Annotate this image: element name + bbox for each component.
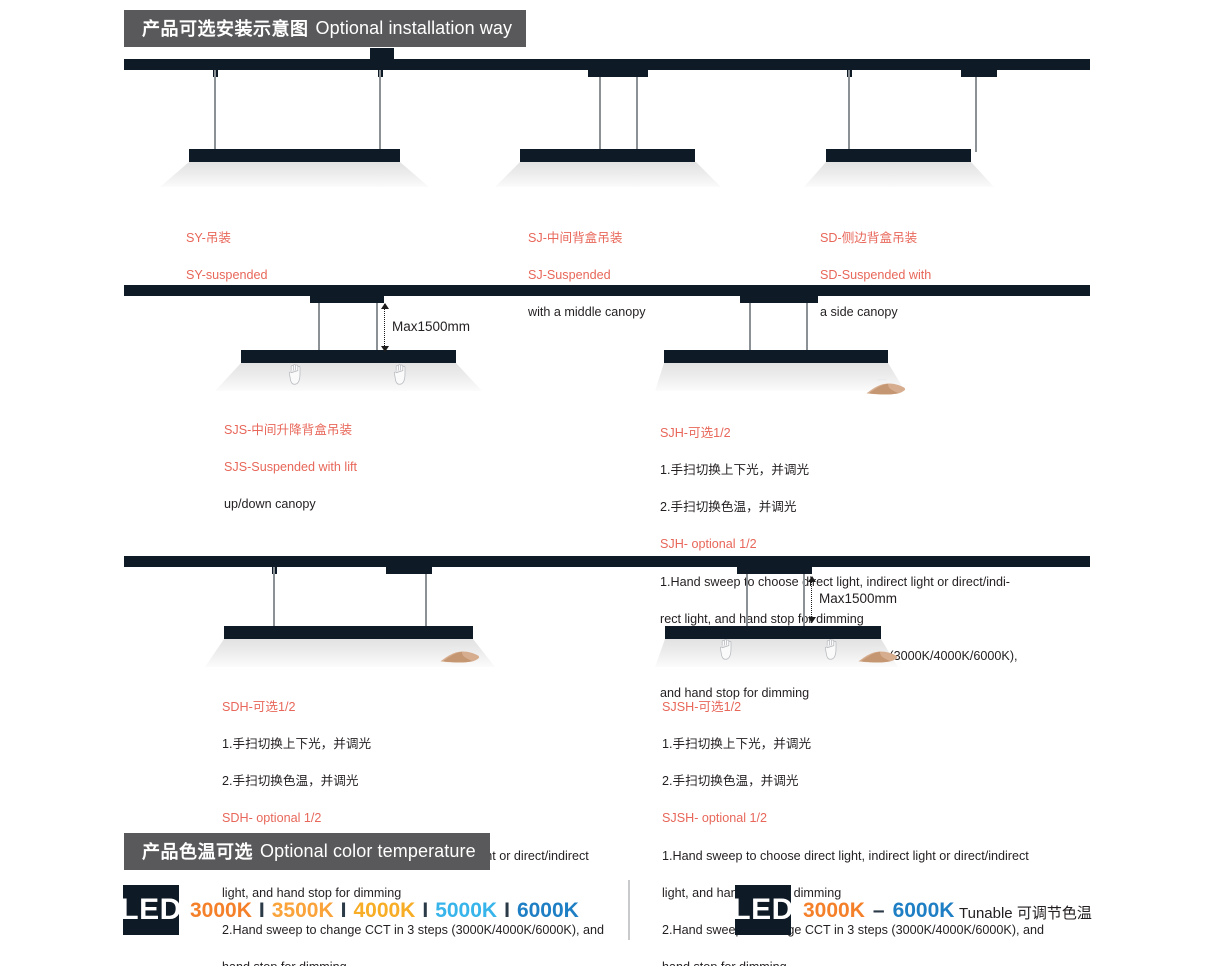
wire-sd-left: [848, 70, 850, 152]
canopy-sj: [588, 66, 648, 77]
tunable-note-en: Tunable: [959, 905, 1013, 922]
canopy-sjh: [740, 292, 818, 303]
light-cone-sd: [804, 162, 994, 187]
caption-sjsh: SJSH-可选1/2 1.手扫切换上下光，并调光 2.手扫切换色温，并调光 SJ…: [662, 699, 1045, 966]
cct-tunable-range: 3000K – 6000K: [803, 899, 954, 923]
section-header-installation-cn: 产品可选安装示意图: [142, 19, 309, 39]
light-cone-sjsh: [655, 639, 898, 667]
lamp-body-sdh: [224, 626, 473, 639]
wire-nub-sy-left: [213, 69, 218, 77]
dimension-arrow-up-sjsh: [807, 576, 816, 582]
canopy-sy: [370, 48, 394, 60]
cct-tunable-to: 6000K: [892, 899, 955, 922]
cct-option-4000k: 4000K: [353, 899, 416, 922]
section-header-color-temperature-en: Optional color temperature: [260, 840, 476, 861]
canopy-sjs: [310, 292, 384, 303]
light-cone-sjs: [215, 363, 482, 391]
light-cone-sj: [495, 162, 721, 187]
hand-palm-icon-sjsh-right: [824, 639, 837, 660]
wire-nub-sd-left: [847, 69, 852, 77]
ceiling-bar-row3: [124, 556, 1090, 567]
dimension-arrow-down-sjs: [380, 346, 389, 352]
lamp-body-sjs: [241, 350, 456, 363]
cct-tunable-from: 3000K: [803, 899, 865, 922]
column-divider: [628, 880, 630, 940]
wire-sjsh-right: [803, 574, 805, 629]
cct-option-3000k: 3000K: [190, 899, 252, 922]
cct-separator-2: I: [340, 899, 347, 922]
hand-palm-icon-sjs-left: [288, 364, 301, 385]
caption-sy-en: SY-suspended: [186, 267, 268, 282]
cct-range-dash: –: [872, 899, 885, 922]
dimension-arrow-down-sjsh: [807, 617, 816, 623]
dimension-arrow-up-sjs: [380, 303, 389, 309]
canopy-sd: [961, 66, 997, 77]
dimension-label-sjsh: Max1500mm: [819, 591, 898, 606]
cct-separator-4: I: [504, 899, 510, 922]
hand-palm-icon-sjs-right: [393, 364, 406, 385]
wire-nub-sdh-left: [272, 566, 277, 574]
tunable-note: Tunable 可调节色温: [959, 902, 1092, 923]
caption-sy: SY-吊装 SY-suspended: [186, 210, 267, 303]
wire-sy-left: [214, 70, 216, 152]
dimension-line-sjs: [384, 304, 385, 352]
cct-separator-1: I: [258, 899, 265, 922]
wire-sj-left: [599, 77, 601, 152]
hand-sweep-icon-sjsh: [858, 647, 898, 663]
wire-sjh-right: [806, 303, 808, 353]
wire-sj-right: [636, 77, 638, 152]
lamp-body-sjh: [664, 350, 888, 363]
wire-sdh-right: [425, 574, 427, 629]
caption-sjs: SJS-中间升降背盒吊装 SJS-Suspended with lift up/…: [224, 422, 358, 512]
caption-sd: SD-侧边背盒吊装 SD-Suspended with a side canop…: [820, 230, 932, 320]
wire-sy-right: [379, 70, 381, 152]
caption-sj: SJ-中间背盒吊装 SJ-Suspended with a middle can…: [528, 230, 646, 320]
canopy-sdh: [386, 563, 432, 574]
led-badge-tunable: LED: [732, 885, 794, 935]
cct-option-3500k: 3500K: [271, 899, 334, 922]
section-header-color-temperature: 产品色温可选 Optional color temperature: [124, 833, 490, 870]
led-badge-fixed: LED: [120, 885, 182, 935]
section-header-color-temperature-cn: 产品色温可选: [142, 842, 253, 862]
section-header-installation-en: Optional installation way: [315, 17, 513, 38]
wire-nub-sy-right: [378, 69, 383, 77]
dimension-line-sjsh: [811, 577, 812, 623]
hand-sweep-icon-sjh: [866, 379, 906, 395]
lamp-body-sj: [520, 149, 695, 162]
lamp-body-sjsh: [665, 626, 881, 639]
led-badge-fixed-label: LED: [120, 893, 182, 926]
caption-sy-cn: SY-吊装: [186, 230, 232, 245]
lamp-body-sd: [826, 149, 971, 162]
hand-sweep-icon-sdh: [440, 647, 480, 663]
tunable-note-cn: 可调节色温: [1016, 905, 1092, 922]
wire-sjs-right: [376, 303, 378, 353]
led-badge-tunable-label: LED: [732, 893, 794, 926]
wire-sd-right: [975, 77, 977, 152]
canopy-sjsh: [737, 563, 812, 574]
dimension-label-sjs: Max1500mm: [392, 319, 471, 334]
light-cone-sdh: [205, 639, 495, 667]
cct-fixed-list: 3000K I 3500K I 4000K I 5000K I 6000K: [190, 899, 579, 923]
hand-palm-icon-sjsh-left: [719, 639, 732, 660]
cct-option-5000k: 5000K: [435, 899, 498, 922]
wire-sjs-left: [318, 303, 320, 353]
ceiling-bar-row2: [124, 285, 1090, 296]
wire-sjsh-left: [746, 574, 748, 629]
section-header-installation: 产品可选安装示意图 Optional installation way: [124, 10, 527, 47]
cct-option-6000k: 6000K: [516, 899, 579, 922]
ceiling-bar-row1: [124, 59, 1090, 70]
wire-sdh-left: [273, 567, 275, 629]
light-cone-sjh: [655, 363, 905, 391]
light-cone-sy: [160, 162, 429, 187]
cct-separator-3: I: [422, 899, 429, 922]
wire-sjh-left: [749, 303, 751, 353]
lamp-body-sy: [189, 149, 400, 162]
